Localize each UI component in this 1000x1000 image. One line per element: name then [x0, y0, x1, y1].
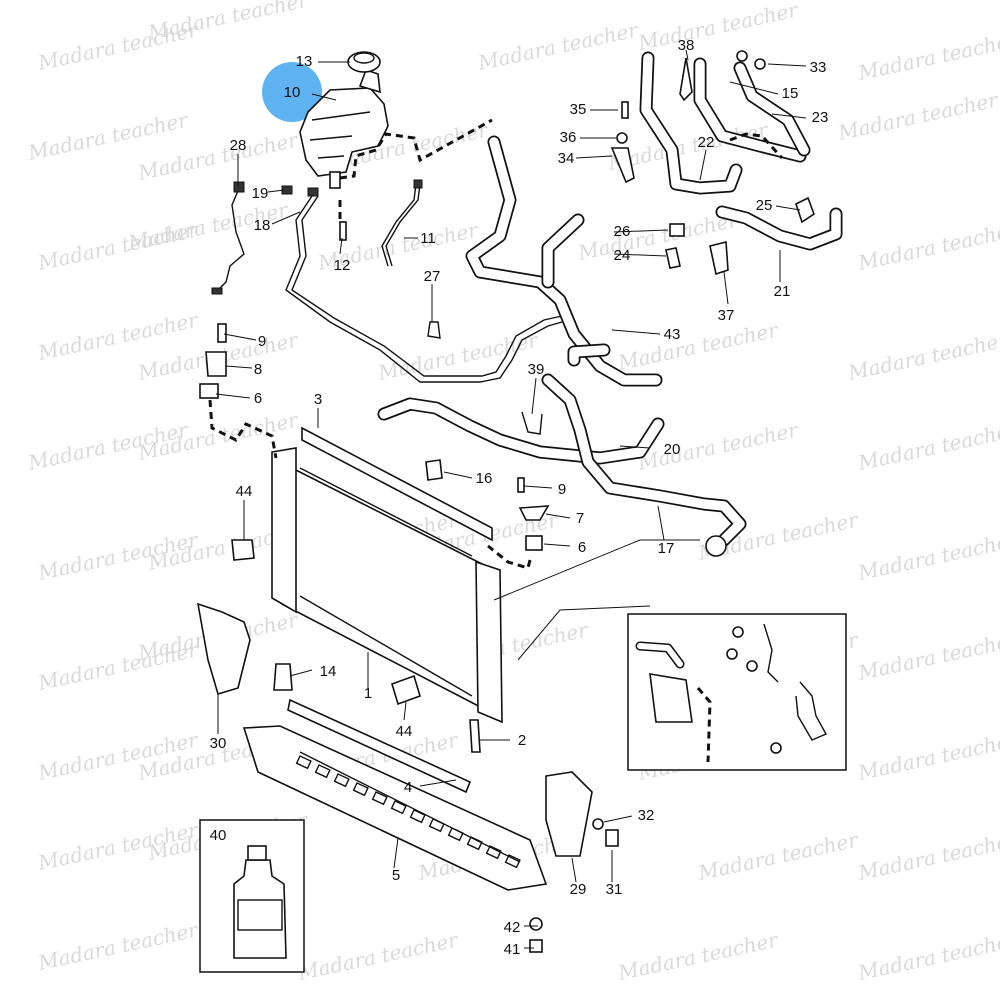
frame-slot [371, 791, 388, 806]
callout-42: 42 [504, 919, 521, 936]
callout-7: 7 [576, 510, 584, 527]
callout-labels: 1234566789910111213141516171819202122232… [210, 37, 829, 958]
callout-34: 34 [558, 150, 575, 167]
watermark-text: Madara teacher [845, 327, 1000, 385]
watermark-text: Madara teacher [695, 827, 861, 885]
callout-31: 31 [606, 881, 623, 898]
callout-44b: 44 [396, 723, 413, 740]
callout-38: 38 [678, 37, 695, 54]
watermark-text: Madara teacher [835, 87, 1000, 145]
frame-slot [352, 782, 369, 797]
callout-2: 2 [518, 732, 526, 749]
callout-24: 24 [614, 247, 631, 264]
frame-slot [485, 845, 502, 860]
callout-44a: 44 [236, 483, 253, 500]
radiator [271, 426, 503, 794]
watermark-text: Madara teacher [475, 17, 641, 75]
frame-slot [390, 800, 407, 815]
watermark-text: Madara teacher [855, 927, 1000, 985]
highlight-marker [262, 62, 322, 122]
callout-6b: 6 [578, 539, 586, 556]
callout-25: 25 [756, 197, 773, 214]
lower-frame [242, 725, 548, 891]
leader-lines [215, 49, 807, 949]
watermark-text: Madara teacher [855, 627, 1000, 685]
callout-19: 19 [252, 185, 269, 202]
watermark-text: Madara teacher [145, 0, 311, 45]
watermark-text: Madara teacher [295, 927, 461, 985]
callout-23: 23 [812, 109, 829, 126]
callout-33: 33 [810, 59, 827, 76]
callout-21: 21 [774, 283, 791, 300]
callout-4: 4 [404, 779, 412, 796]
frame-slot [466, 836, 483, 851]
callout-5: 5 [392, 867, 400, 884]
watermark-text: Madara teacher [35, 917, 201, 975]
callout-35: 35 [570, 101, 587, 118]
callout-14: 14 [320, 663, 337, 680]
callout-37: 37 [718, 307, 735, 324]
callout-9b: 9 [558, 481, 566, 498]
callout-28: 28 [230, 137, 247, 154]
callout-13: 13 [296, 53, 313, 70]
watermark-text: Madara teacher [615, 927, 781, 985]
callout-36: 36 [560, 129, 577, 146]
callout-11: 11 [420, 230, 436, 247]
callout-27: 27 [424, 268, 441, 285]
tank-cap [347, 51, 381, 73]
callout-43: 43 [664, 326, 681, 343]
watermark-text: Madara teacher [855, 27, 1000, 85]
sensor-cable [215, 185, 245, 293]
callout-6a: 6 [254, 390, 262, 407]
frame-slot [409, 809, 426, 824]
frame-slot [428, 818, 445, 833]
callout-40: 40 [210, 827, 227, 844]
callout-20: 20 [664, 441, 681, 458]
callout-1: 1 [364, 685, 372, 702]
callout-3: 3 [314, 391, 322, 408]
watermark-text: Madara teacher [615, 317, 781, 375]
callout-15: 15 [782, 85, 799, 102]
watermark-text: Madara teacher [635, 0, 801, 55]
frame-slot [333, 773, 350, 788]
frame-slot [295, 755, 312, 770]
frame-slot [314, 764, 331, 779]
coolant-bottle [233, 859, 287, 959]
callout-9a: 9 [258, 333, 266, 350]
callout-12: 12 [334, 257, 351, 274]
callout-30: 30 [210, 735, 227, 752]
watermark-text: Madara teacher [855, 727, 1000, 785]
watermark-text: Madara teacher [855, 527, 1000, 585]
watermark-text: Madara teacher [855, 827, 1000, 885]
frame-slot [504, 854, 521, 869]
callout-18: 18 [254, 217, 271, 234]
watermark-text: Madara teacher [855, 217, 1000, 275]
frame-slot [447, 827, 464, 842]
watermark-text: Madara teacher [855, 417, 1000, 475]
callout-8: 8 [254, 361, 262, 378]
callout-17: 17 [658, 540, 675, 557]
expansion-tank [299, 51, 389, 189]
callout-39: 39 [528, 361, 545, 378]
callout-16: 16 [476, 470, 493, 487]
callout-22: 22 [698, 134, 715, 151]
callout-32: 32 [638, 807, 655, 824]
callout-26: 26 [614, 223, 631, 240]
callout-10: 10 [284, 84, 301, 101]
callout-41: 41 [504, 941, 521, 958]
callout-29: 29 [570, 881, 587, 898]
